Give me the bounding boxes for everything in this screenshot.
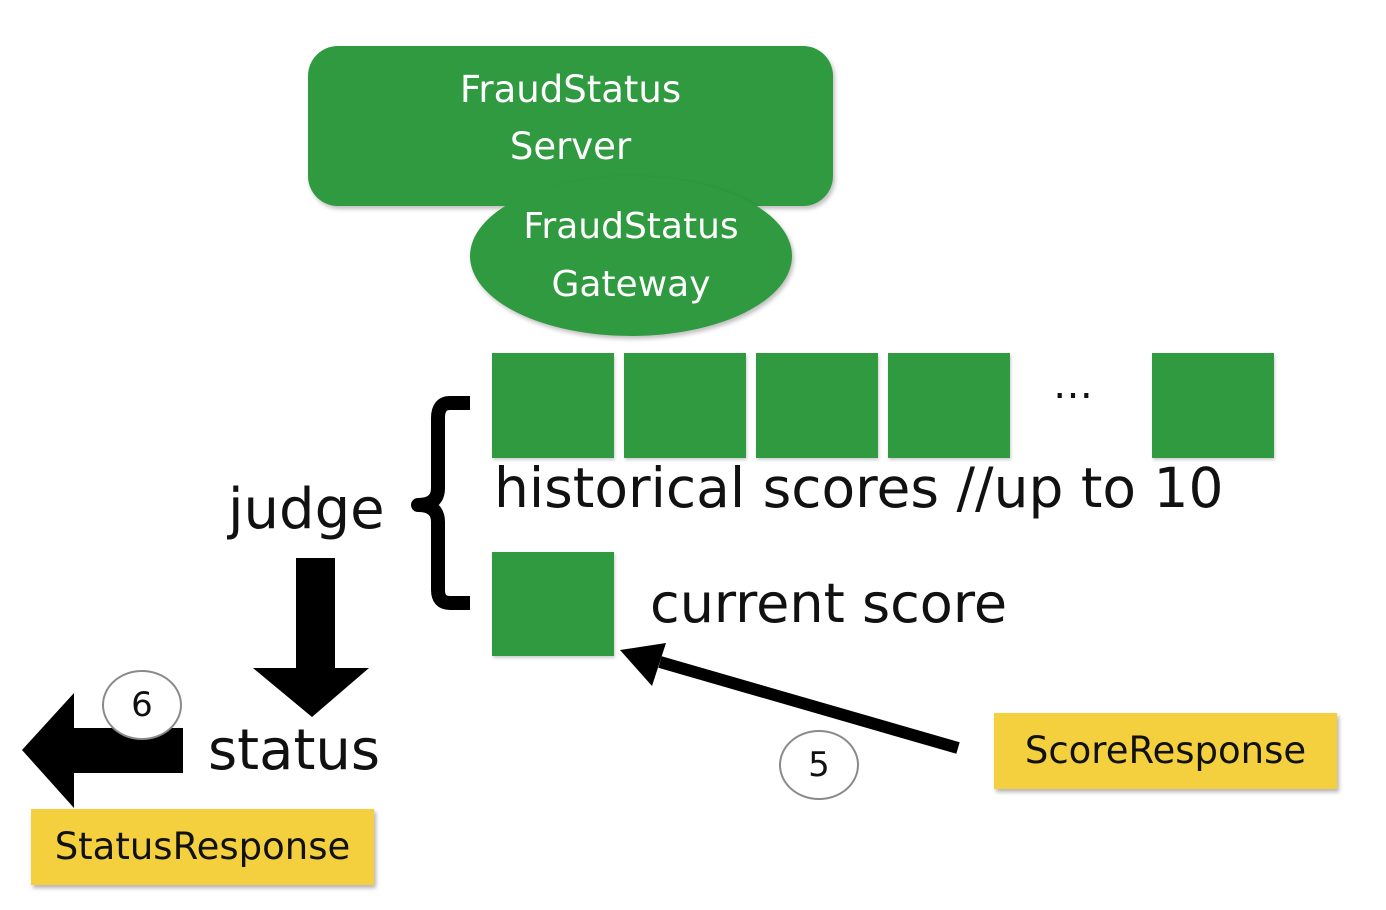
- score-response-arrow-line: [658, 656, 960, 754]
- server-name-label: FraudStatus: [459, 68, 682, 111]
- current-score-label: current score: [650, 572, 1008, 635]
- score-response-tag: ScoreResponse: [994, 713, 1337, 789]
- gateway-type-label: Gateway: [551, 264, 711, 305]
- step-6-circle: 6: [102, 670, 182, 740]
- curly-brace: [411, 396, 470, 610]
- historical-score-box: [756, 353, 878, 458]
- historical-score-box: [492, 353, 614, 458]
- ellipsis-label: …: [1053, 362, 1093, 408]
- current-score-box: [492, 552, 614, 656]
- server-type-label: Server: [509, 125, 632, 168]
- historical-score-box: [624, 353, 746, 458]
- fraudstatus-server-box: FraudStatus Server: [308, 46, 833, 206]
- step-5-circle: 5: [779, 730, 859, 800]
- status-label: status: [208, 718, 381, 783]
- judge-to-status-arrow: [253, 558, 369, 717]
- status-output-arrow: [22, 693, 183, 808]
- gateway-name-label: FraudStatus: [523, 206, 739, 247]
- fraudstatus-gateway-ellipse: FraudStatus Gateway: [470, 176, 792, 336]
- historical-score-box: [888, 353, 1010, 458]
- historical-score-box-last: [1152, 353, 1274, 458]
- status-response-tag: StatusResponse: [31, 809, 374, 885]
- historical-scores-label: historical scores //up to 10: [494, 456, 1224, 520]
- judge-label: judge: [228, 477, 385, 542]
- score-response-arrow-head: [620, 643, 666, 686]
